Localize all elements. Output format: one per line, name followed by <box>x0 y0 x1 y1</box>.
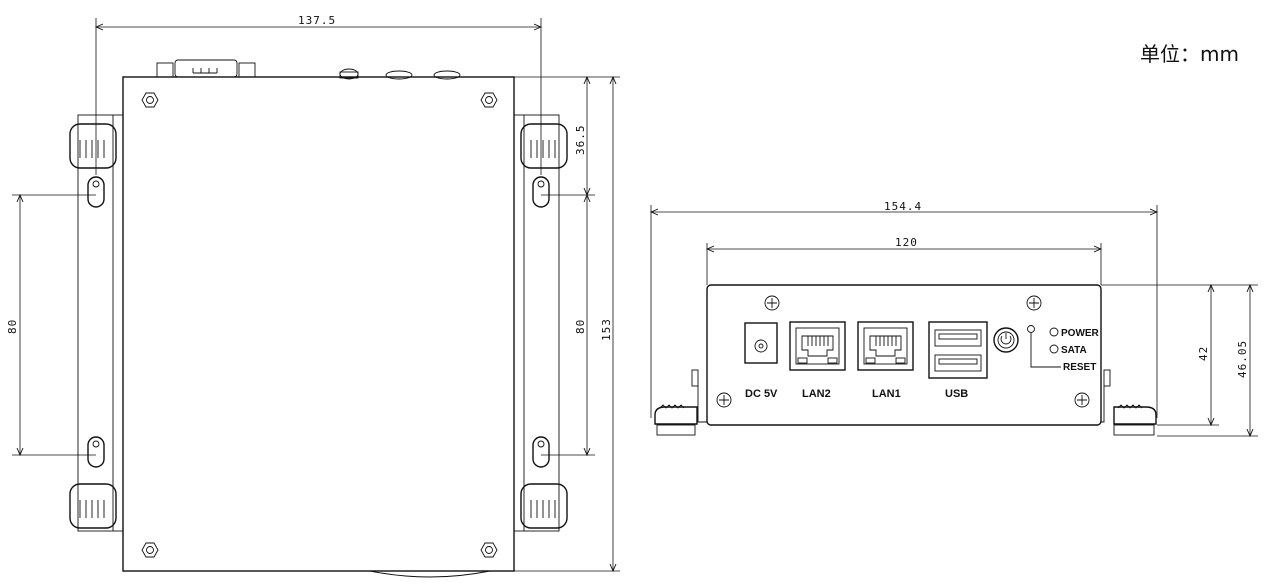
label-reset: RESET <box>1063 362 1096 373</box>
dim-body-height: 42 <box>1101 285 1219 425</box>
dim-label-42: 42 <box>1197 346 1210 361</box>
dim-label-46-05: 46.05 <box>1236 340 1249 378</box>
dim-overall-height: 46.05 <box>1157 285 1258 436</box>
dim-label-137-5: 137.5 <box>298 14 336 27</box>
right-mount-bracket <box>513 114 568 532</box>
front-view-body <box>706 284 1102 426</box>
dim-label-154-4: 154.4 <box>884 200 922 213</box>
lan2-port: LAN2 <box>789 321 846 400</box>
dc-power-jack: DC 5V <box>744 322 778 400</box>
dim-body-width: 120 <box>707 236 1101 285</box>
left-mount-bracket <box>69 114 124 532</box>
front-right-foot <box>1101 369 1157 436</box>
dim-right-stack: 36.5 80 153 <box>514 77 620 571</box>
top-view: 137.5 80 36.5 80 153 <box>6 14 620 578</box>
usb-ports: USB <box>928 321 988 400</box>
dim-label-153: 153 <box>600 318 613 341</box>
label-power: POWER <box>1061 328 1100 339</box>
panel-screws <box>716 295 1090 408</box>
dim-width-137-5: 137.5 <box>96 14 541 175</box>
label-dc-5v: DC 5V <box>745 388 778 400</box>
top-connectors <box>156 59 461 80</box>
front-view: DC 5V LAN2 LAN1 <box>651 200 1258 436</box>
power-led <box>1049 327 1059 337</box>
front-left-foot <box>654 369 707 436</box>
dim-label-80-right: 80 <box>574 319 587 334</box>
label-usb: USB <box>945 388 968 400</box>
label-sata: SATA <box>1061 345 1087 356</box>
sata-led <box>1049 344 1059 354</box>
reset-leader <box>1030 333 1061 368</box>
corner-screws <box>141 92 498 558</box>
dim-overall-width: 154.4 <box>651 200 1157 418</box>
dim-label-80-left: 80 <box>6 319 19 334</box>
label-lan1: LAN1 <box>872 388 901 400</box>
lan1-port: LAN1 <box>857 321 914 400</box>
dim-label-36-5: 36.5 <box>574 125 587 156</box>
status-leds: POWER SATA RESET <box>1027 325 1100 373</box>
power-button <box>993 327 1019 353</box>
dim-label-120: 120 <box>895 236 918 249</box>
reset-pinhole <box>1027 325 1035 333</box>
bottom-cable-stub <box>369 570 491 578</box>
unit-label: 单位：mm <box>1140 42 1239 66</box>
top-view-body <box>122 76 515 572</box>
dim-hole-spacing-left: 80 <box>6 195 96 455</box>
label-lan2: LAN2 <box>802 388 831 400</box>
